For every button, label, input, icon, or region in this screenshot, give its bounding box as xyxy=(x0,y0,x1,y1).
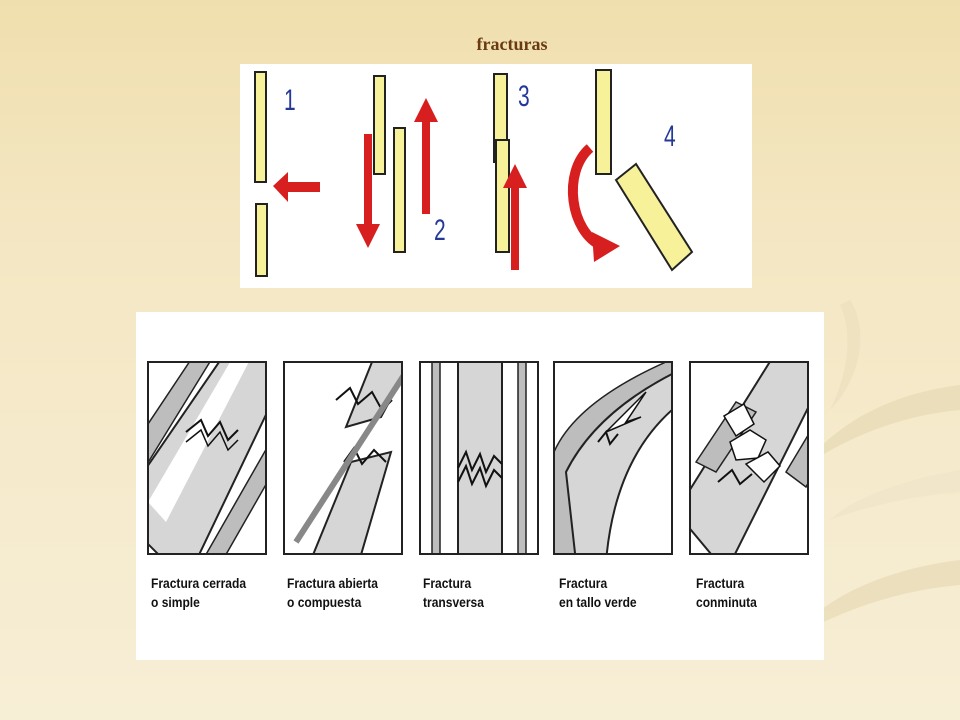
fracture-mechanisms-figure: 1 2 3 4 xyxy=(240,64,752,288)
arrow-left-icon xyxy=(273,172,320,202)
mechanisms-drawing xyxy=(254,69,694,277)
caption-greenstick-fracture: Fractura en tallo verde xyxy=(559,575,637,610)
caption-closed-fracture: Fractura cerrada o simple xyxy=(151,575,247,610)
bone-segment xyxy=(595,69,612,175)
caption-comminuted-fracture: Fractura conminuta xyxy=(696,575,757,610)
mechanism-label-3: 3 xyxy=(518,80,530,113)
fracture-types-figure: Fractura cerrada o simple Fractura abier… xyxy=(136,312,824,660)
caption-open-fracture: Fractura abierta o compuesta xyxy=(287,575,379,610)
fracture-types-drawing xyxy=(147,361,809,555)
arrow-up-icon xyxy=(503,164,527,270)
mechanism-label-4: 4 xyxy=(664,120,676,153)
bone-segment xyxy=(495,139,510,253)
caption-transverse-fracture: Fractura transversa xyxy=(423,575,484,610)
mechanism-label-2: 2 xyxy=(434,214,446,247)
arrow-down-icon xyxy=(356,134,380,248)
transverse-fracture-illustration xyxy=(420,362,538,554)
greenstick-fracture-illustration xyxy=(554,362,672,554)
arrow-up-icon xyxy=(414,98,438,214)
comminuted-fracture-illustration xyxy=(690,362,808,554)
bone-segment xyxy=(393,127,406,253)
bone-segment xyxy=(614,162,694,272)
curved-arrow-head-icon xyxy=(592,232,620,262)
mechanism-label-1: 1 xyxy=(284,84,296,117)
bone-segment xyxy=(373,75,386,175)
curved-arrow-icon xyxy=(567,144,605,251)
closed-fracture-illustration xyxy=(148,362,266,554)
bone-segment xyxy=(255,203,268,277)
bone-segment xyxy=(254,71,267,183)
slide-title: fracturas xyxy=(476,34,548,54)
open-fracture-illustration xyxy=(284,362,402,554)
